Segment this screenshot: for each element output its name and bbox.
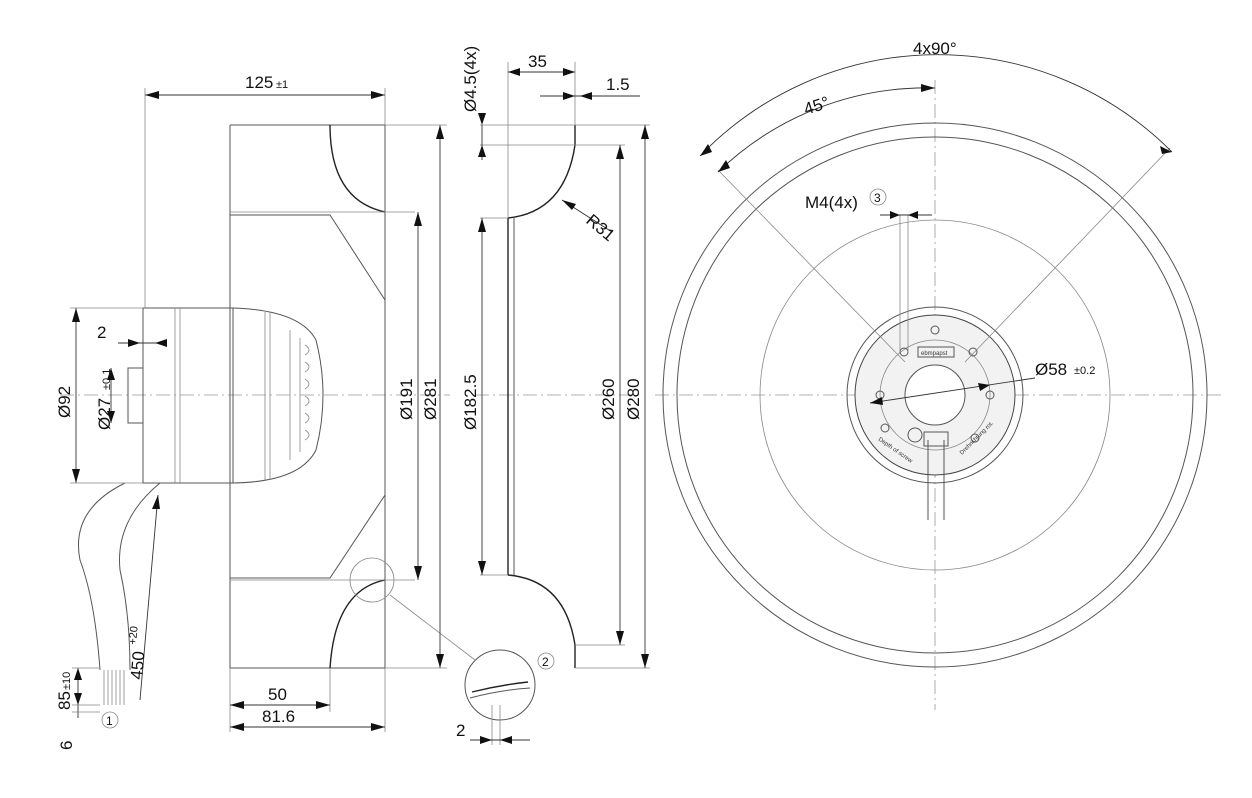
callout-circle-1 <box>101 711 119 729</box>
front-view: ebmpapst Depth of screw Drehrichtung rot… <box>655 39 1225 710</box>
dim-cable-strip-tol: ±10 <box>61 672 73 690</box>
dim-outer-diameter-label: Ø281 <box>421 378 440 420</box>
dim-overall-depth-label: 81.6 <box>262 707 295 726</box>
shaft <box>127 367 144 424</box>
impeller-cone-top <box>230 214 386 301</box>
callout-detail-label: 2 <box>542 655 549 669</box>
brand-plate <box>917 346 955 358</box>
angle-line-left <box>717 169 906 363</box>
dim-threads-label: M4(4x) <box>805 193 858 212</box>
cable-wires <box>103 670 125 705</box>
side-view: 125 ±1 Ø92 2 Ø27 ±0.1 Ø191 Ø281 50 <box>55 73 476 750</box>
dim-width-label: 35 <box>528 52 547 71</box>
motor-dome <box>232 307 324 484</box>
front-cable <box>927 440 945 520</box>
dim-ring-diameter-label: Ø260 <box>599 378 618 420</box>
thread-holes <box>875 325 995 443</box>
dim-step-label: 2 <box>97 323 106 342</box>
outer-impeller-circle <box>662 122 1208 668</box>
section-flare-bottom <box>507 574 576 668</box>
dim-section-outer-diameter-label: Ø280 <box>624 378 643 420</box>
inner-rim-circle <box>759 219 1111 571</box>
section-view: Ø4.5(4x) 35 1.5 R31 Ø182.5 Ø260 Ø280 <box>456 46 650 745</box>
dim-hub-diameter-label: Ø92 <box>55 386 74 418</box>
dim-detail-gap-label: 2 <box>456 721 465 740</box>
impeller-cone-bottom <box>230 494 386 579</box>
callout-circle-3 <box>869 188 887 206</box>
dim-holes-label: Ø4.5(4x) <box>461 46 480 112</box>
inlet-ring-bottom <box>329 579 386 669</box>
detail-profile <box>471 681 529 693</box>
callout-cable-label: 1 <box>106 714 113 728</box>
dim-cable-strip-label: 85 <box>55 691 74 710</box>
dim-blade-height-label: 50 <box>268 685 287 704</box>
dim-angle-offset-label: 45° <box>801 93 831 119</box>
angle-arc-45 <box>717 87 936 173</box>
dim-wire-end-label: 6 <box>57 741 76 750</box>
dim-angle-spacing-label: 4x90° <box>913 39 957 58</box>
cable-right <box>119 482 161 671</box>
dim-shaft-diameter-label: Ø27 <box>95 398 114 430</box>
detail-marker-circle <box>349 557 395 603</box>
callout-threads-label: 3 <box>874 191 881 205</box>
section-flare-top <box>507 125 576 219</box>
callout-circle-2 <box>537 652 555 670</box>
motor-hub <box>142 307 234 484</box>
dim-bolt-circle-label: Ø58 <box>1035 360 1067 379</box>
dim-thickness-label: 1.5 <box>606 75 630 94</box>
angle-arc-90 <box>699 54 1173 157</box>
angle-line-right <box>964 147 1171 363</box>
shaft-opening <box>904 364 966 426</box>
bolt-circle <box>879 339 991 451</box>
dim-radius-label: R31 <box>582 211 618 246</box>
dim-bolt-circle-tol: ±0.2 <box>1074 365 1095 377</box>
motor-fins <box>174 308 310 483</box>
dim-cable-length-label: 450 <box>127 650 148 680</box>
dim-shaft-tol: ±0.1 <box>101 369 113 390</box>
dim-inner-diameter-label: Ø182.5 <box>461 374 480 430</box>
dim-cable-length-tol: +20 <box>127 626 141 646</box>
cable-gland <box>923 431 949 447</box>
inlet-ring-top <box>329 124 386 213</box>
brand-label: ebmpapst <box>921 351 948 357</box>
motor-flange-circle <box>846 306 1024 484</box>
cable-left <box>78 482 126 671</box>
dim-inlet-diameter-label: Ø191 <box>397 378 416 420</box>
dim-length-label: 125 <box>245 73 273 92</box>
inlet-ring-circle <box>676 136 1194 654</box>
dim-length-tol: ±1 <box>276 79 288 91</box>
